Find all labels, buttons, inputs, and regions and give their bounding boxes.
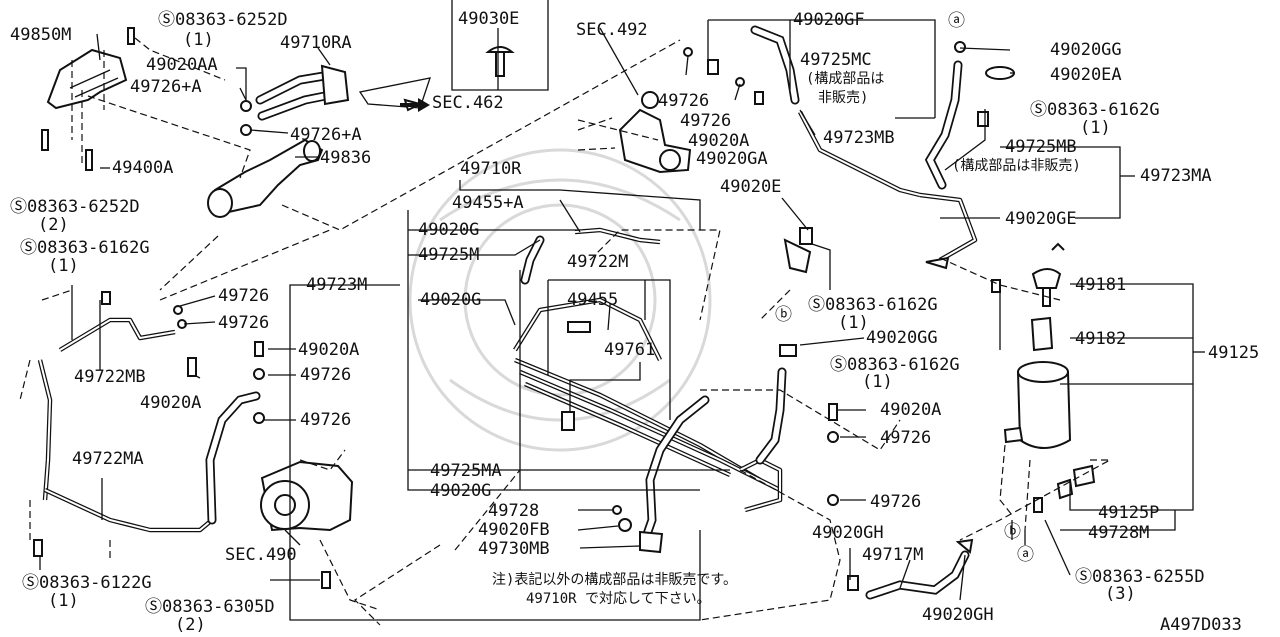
callout-ref-b-mid: ⓑ — [775, 305, 792, 325]
callout-49182: 49182 — [1075, 329, 1126, 349]
callout-08363-6162G-d: Ⓢ08363-6162G — [20, 238, 150, 258]
callout-49710RA: 49710RA — [280, 33, 352, 53]
callout-49722MB: 49722MB — [74, 367, 146, 387]
callout-note-jp-b: 非販売) — [818, 90, 868, 106]
callout-49020EA: 49020EA — [1050, 65, 1122, 85]
callout-labels: 49850M Ⓢ08363-6252D (1) 49710RA 49020AA … — [10, 9, 1259, 635]
callout-qty-d: (1) — [838, 313, 869, 333]
callout-49020GG-a: 49020GG — [1050, 40, 1122, 60]
callout-49020GH-b: 49020GH — [922, 605, 994, 625]
callout-qty-b: (2) — [38, 215, 69, 235]
callout-49722M: 49722M — [567, 252, 628, 272]
callout-49400A: 49400A — [112, 158, 173, 178]
callout-08363-6162G-c: Ⓢ08363-6162G — [830, 355, 960, 375]
callout-08363-6305D: Ⓢ08363-6305D — [145, 597, 275, 617]
footnote: 注)表記以外の構成部品は非販売です。 49710R で対応して下さい。 — [492, 571, 737, 607]
callout-49723MA: 49723MA — [1140, 166, 1212, 186]
callout-49726-d: 49726 — [218, 313, 269, 333]
callout-49020GG-b: 49020GG — [866, 328, 938, 348]
callout-49726-a: 49726 — [658, 91, 709, 111]
callout-sec492: SEC.492 — [576, 20, 648, 40]
callout-qty-e: (1) — [862, 372, 893, 392]
callout-49020GF: 49020GF — [793, 10, 865, 30]
callout-08363-6122G: Ⓢ08363-6122G — [22, 573, 152, 593]
callout-qty-i: (3) — [1105, 584, 1136, 604]
callout-49710R: 49710R — [460, 159, 522, 179]
callout-49726-c: 49726 — [218, 286, 269, 306]
callout-49730MB: 49730MB — [478, 539, 550, 559]
callout-49726-f: 49726 — [300, 410, 351, 430]
callout-49726A-b: 49726+A — [290, 125, 362, 145]
callout-08363-6255D: Ⓢ08363-6255D — [1075, 567, 1205, 587]
callout-08363-6252D-a: Ⓢ08363-6252D — [158, 10, 288, 30]
callout-49020A-b: 49020A — [140, 393, 201, 413]
callout-49455: 49455 — [567, 290, 618, 310]
callout-49726-h: 49726 — [870, 492, 921, 512]
callout-49836: 49836 — [320, 148, 371, 168]
callout-08363-6162G-b: Ⓢ08363-6162G — [808, 295, 938, 315]
note-line-2: 49710R で対応して下さい。 — [526, 591, 711, 607]
callout-49722MA: 49722MA — [72, 449, 144, 469]
callout-49020FB: 49020FB — [478, 520, 550, 540]
callout-49726A-a: 49726+A — [130, 77, 202, 97]
callout-49725M: 49725M — [418, 245, 479, 265]
callout-49020AA: 49020AA — [146, 55, 218, 75]
callout-49020G-a: 49020G — [418, 220, 479, 240]
callout-49020GH-a: 49020GH — [812, 523, 884, 543]
callout-08363-6162G-a: Ⓢ08363-6162G — [1030, 100, 1160, 120]
callout-49761: 49761 — [604, 340, 655, 360]
callout-49020G-b: 49020G — [420, 290, 481, 310]
callout-49850M: 49850M — [10, 25, 71, 45]
dashed-lines — [19, 37, 1111, 626]
callout-49726-g: 49726 — [880, 428, 931, 448]
callout-49020A-c: 49020A — [298, 340, 359, 360]
note-line-1: 注)表記以外の構成部品は非販売です。 — [492, 571, 737, 588]
callout-49020A-a: 49020A — [688, 131, 749, 151]
callout-sec490: SEC.490 — [225, 545, 297, 565]
callout-49125P: 49125P — [1098, 503, 1159, 523]
callout-49728: 49728 — [488, 501, 539, 521]
callout-ref-a-top: ⓐ — [948, 11, 965, 31]
callout-49020E: 49020E — [720, 177, 781, 197]
callout-qty-a: (1) — [183, 30, 214, 50]
callout-08363-6252D-b: Ⓢ08363-6252D — [10, 197, 140, 217]
callout-ref-b-bottom: ⓑ — [1004, 522, 1021, 542]
callout-49125: 49125 — [1208, 343, 1259, 363]
watermark — [408, 148, 712, 452]
callout-49020G-c: 49020G — [430, 481, 491, 501]
callout-49725MA: 49725MA — [430, 461, 502, 481]
callout-49020GE: 49020GE — [1005, 209, 1077, 229]
callout-49020A-d: 49020A — [880, 400, 941, 420]
leader-lines — [39, 0, 1205, 621]
callout-qty-h: (2) — [175, 615, 206, 635]
callout-49717M: 49717M — [862, 545, 923, 565]
callout-49723MB: 49723MB — [823, 128, 895, 148]
callout-49725MC: 49725MC — [800, 50, 872, 70]
callout-ref-a-bottom: ⓐ — [1017, 545, 1034, 565]
diagram-id: A497D033 — [1160, 615, 1242, 635]
callout-note-jp-c: (構成部品は非販売) — [952, 158, 1081, 174]
callout-49725MB: 49725MB — [1005, 137, 1077, 157]
callout-qty-c: (1) — [1080, 118, 1111, 138]
arrow-icon — [400, 98, 430, 112]
callout-49455A: 49455+A — [452, 193, 524, 213]
callout-qty-f: (1) — [48, 256, 79, 276]
callout-qty-g: (1) — [48, 591, 79, 611]
callout-49726-e: 49726 — [300, 365, 351, 385]
callout-49181: 49181 — [1075, 275, 1126, 295]
callout-49030E: 49030E — [458, 9, 519, 29]
callout-49728M: 49728M — [1088, 523, 1149, 543]
callout-note-jp-a: (構成部品は — [806, 71, 884, 87]
callout-sec462: SEC.462 — [432, 93, 504, 113]
callout-49726-b: 49726 — [680, 111, 731, 131]
callout-49020GA: 49020GA — [696, 149, 768, 169]
callout-49723M: 49723M — [306, 275, 367, 295]
